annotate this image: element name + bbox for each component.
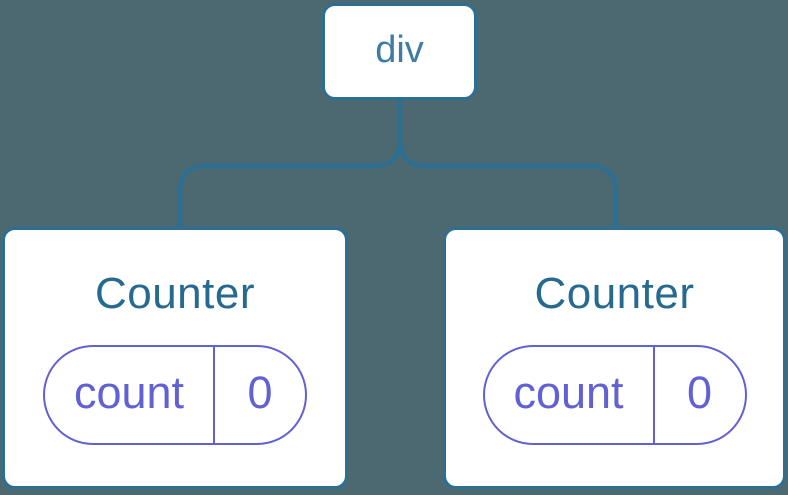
- state-key: count: [73, 367, 185, 419]
- connector-left-branch: [177, 138, 403, 228]
- state-pill: count 0: [482, 344, 747, 445]
- root-node: div: [322, 3, 477, 100]
- state-value: 0: [652, 346, 745, 443]
- component-title: Counter: [94, 269, 256, 318]
- root-node-label: div: [375, 28, 424, 71]
- state-value: 0: [213, 346, 305, 443]
- connector-right-branch: [397, 138, 619, 228]
- component-card-left: Counter count 0: [2, 227, 348, 489]
- state-key: count: [513, 367, 624, 419]
- state-pill: count 0: [43, 344, 307, 445]
- component-card-right: Counter count 0: [443, 227, 786, 489]
- component-title: Counter: [534, 269, 695, 318]
